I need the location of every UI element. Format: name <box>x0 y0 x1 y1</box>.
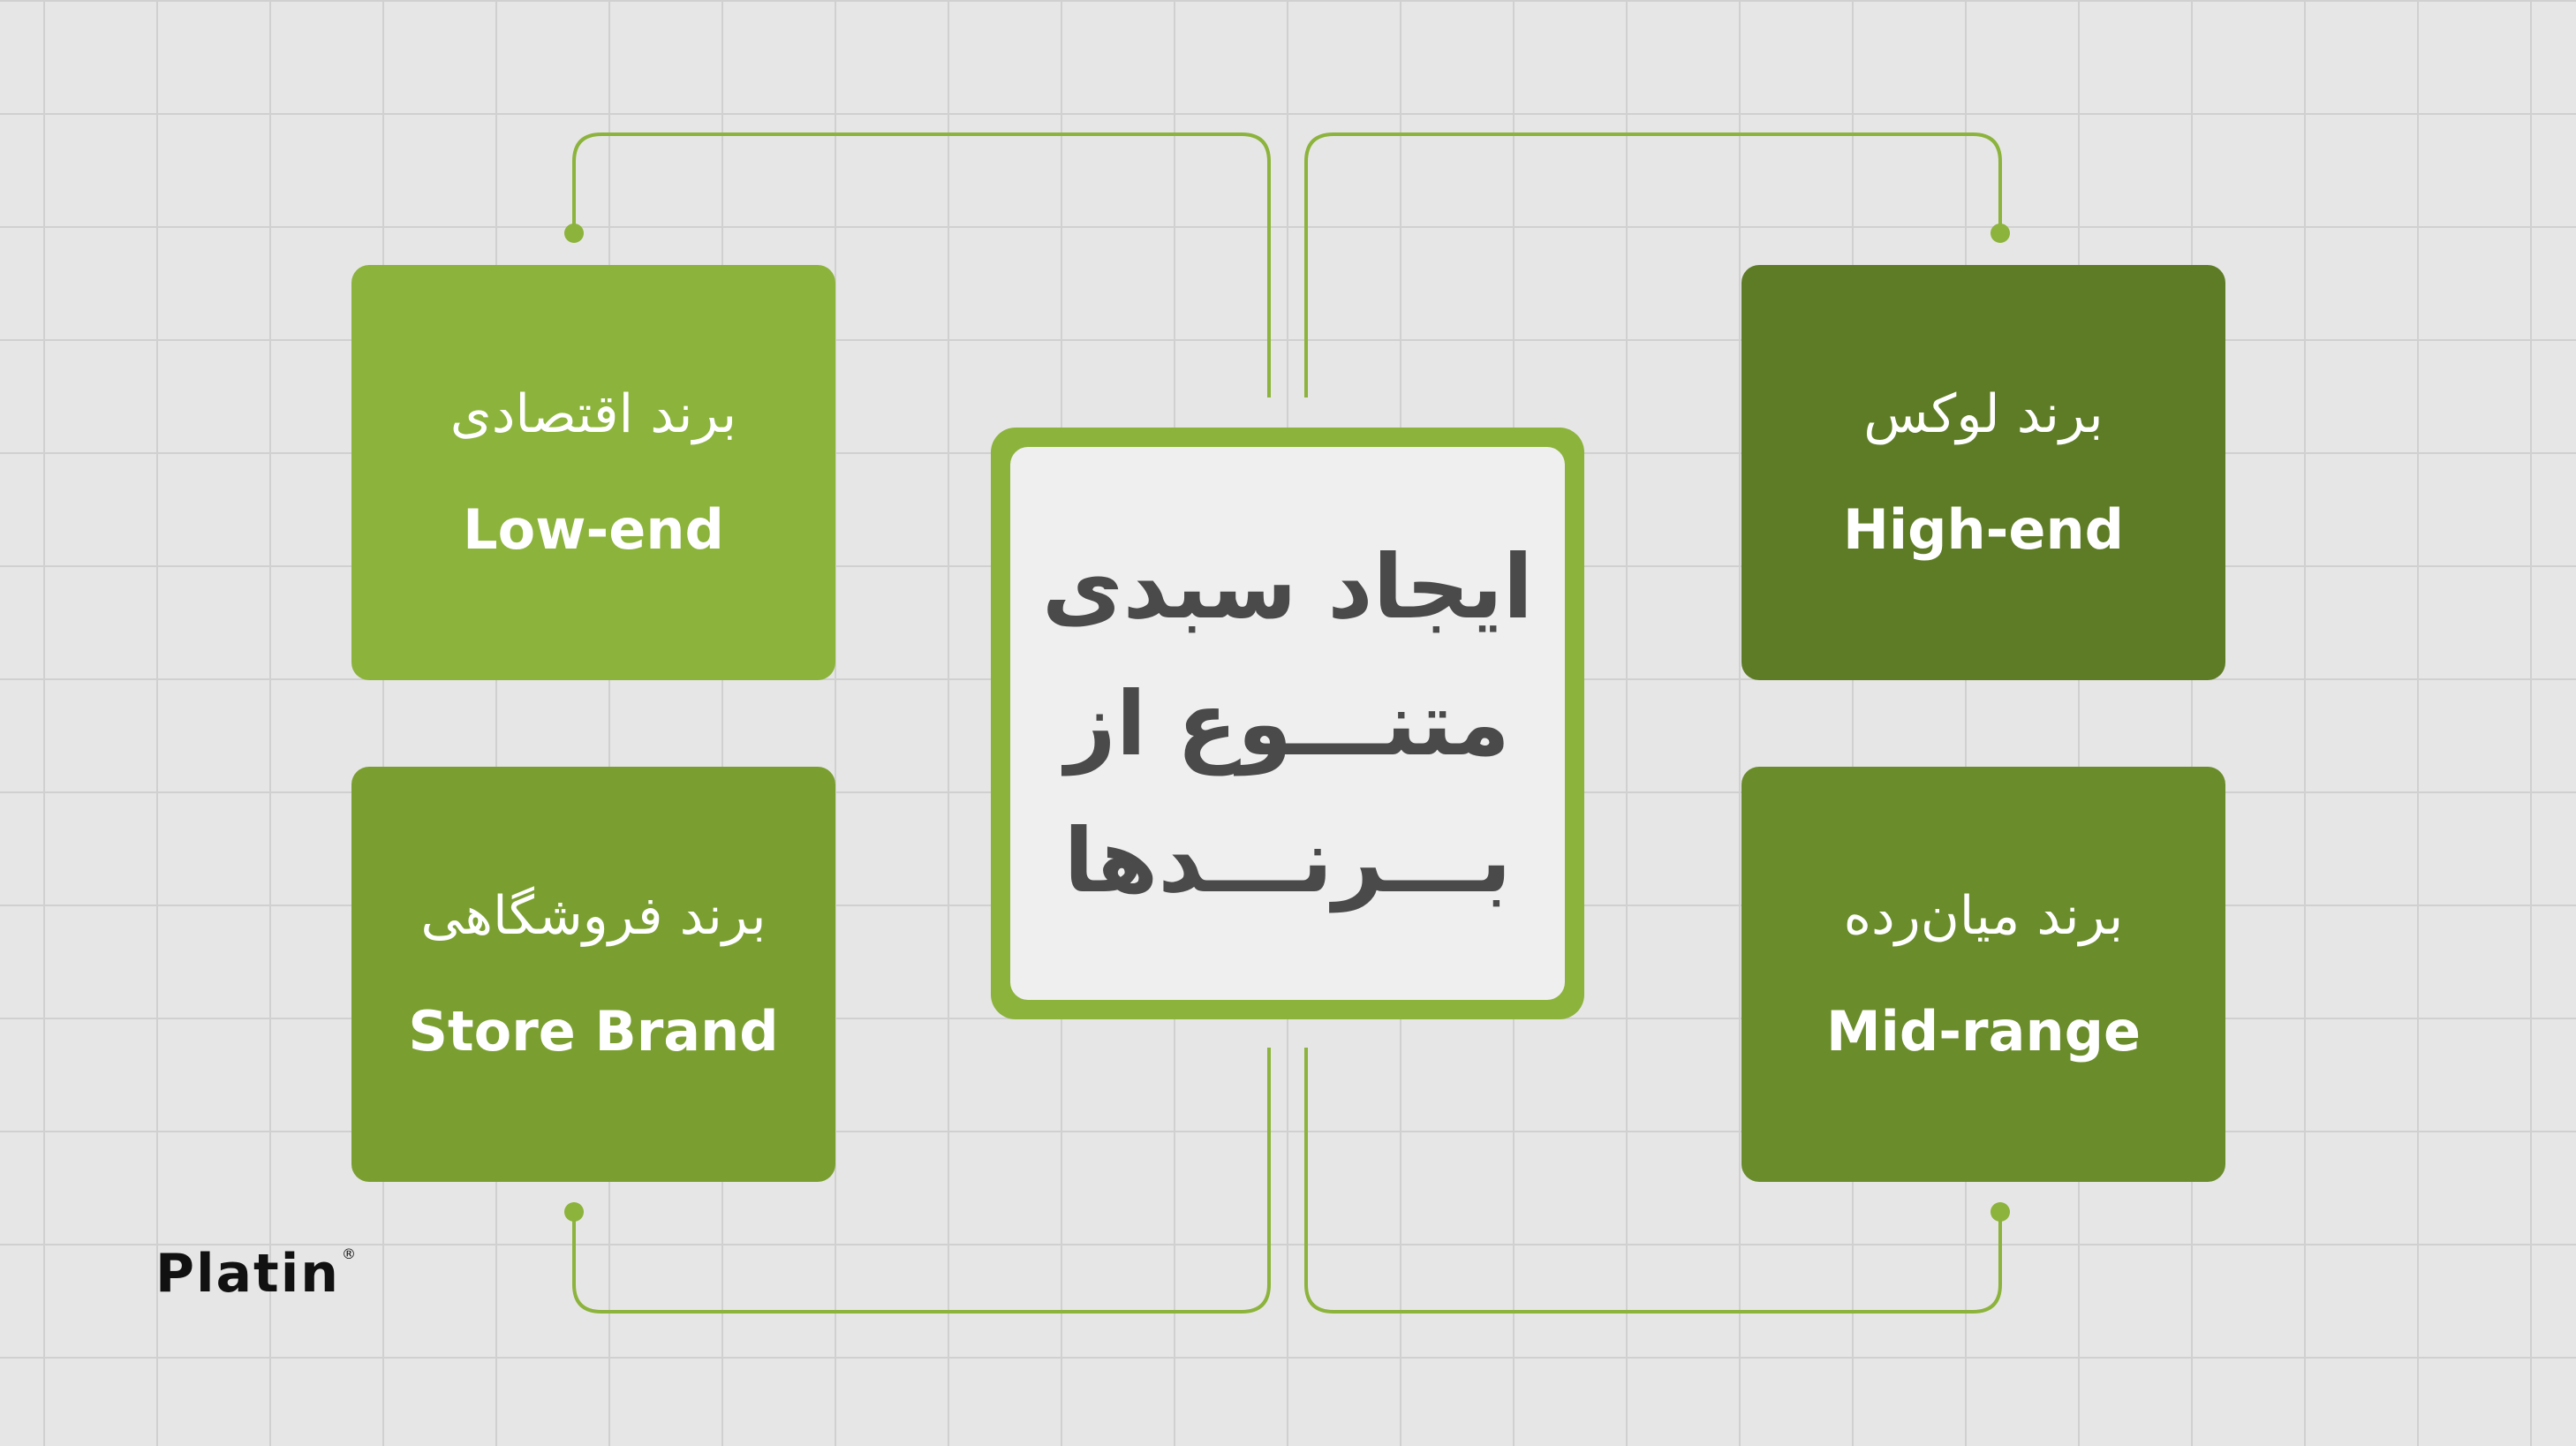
connector-dot-top-right <box>1991 223 2010 243</box>
low-end-persian-label: برند اقتصادی <box>449 382 737 445</box>
high-end-brand-box: برند لوکس High-end <box>1741 265 2225 680</box>
mid-range-persian-label: برند میان‌رده <box>1843 884 2124 947</box>
registered-mark: ® <box>342 1245 358 1262</box>
connector-dot-top-left <box>564 223 584 243</box>
connector-top-left <box>572 132 1271 397</box>
center-title-box: ایجاد سبدی متنـــوع از بـــرنـــدها <box>991 428 1584 1019</box>
center-title-line-2: متنـــوع از <box>1065 671 1510 776</box>
low-end-english-label: Low-end <box>463 496 724 562</box>
connector-bottom-right <box>1304 1048 2002 1314</box>
low-end-brand-box: برند اقتصادی Low-end <box>351 265 835 680</box>
mid-range-english-label: Mid-range <box>1825 998 2142 1064</box>
store-brand-box: برند فروشگاهی Store Brand <box>351 767 835 1182</box>
mid-range-brand-box: برند میان‌رده Mid-range <box>1741 767 2225 1182</box>
center-title-line-3: بـــرنـــدها <box>1063 808 1512 912</box>
connector-dot-bottom-right <box>1991 1202 2010 1222</box>
connector-top-right <box>1304 132 2002 397</box>
platin-logo: Platin® <box>155 1245 358 1301</box>
high-end-english-label: High-end <box>1843 496 2124 562</box>
platin-logo-text: Platin <box>155 1243 340 1305</box>
connector-bottom-left <box>572 1048 1271 1314</box>
center-title-line-1: ایجاد سبدی <box>1041 534 1534 639</box>
store-brand-english-label: Store Brand <box>408 998 779 1064</box>
high-end-persian-label: برند لوکس <box>1863 382 2104 445</box>
store-brand-persian-label: برند فروشگاهی <box>420 884 767 947</box>
center-title-panel: ایجاد سبدی متنـــوع از بـــرنـــدها <box>1010 447 1565 1000</box>
connector-dot-bottom-left <box>564 1202 584 1222</box>
